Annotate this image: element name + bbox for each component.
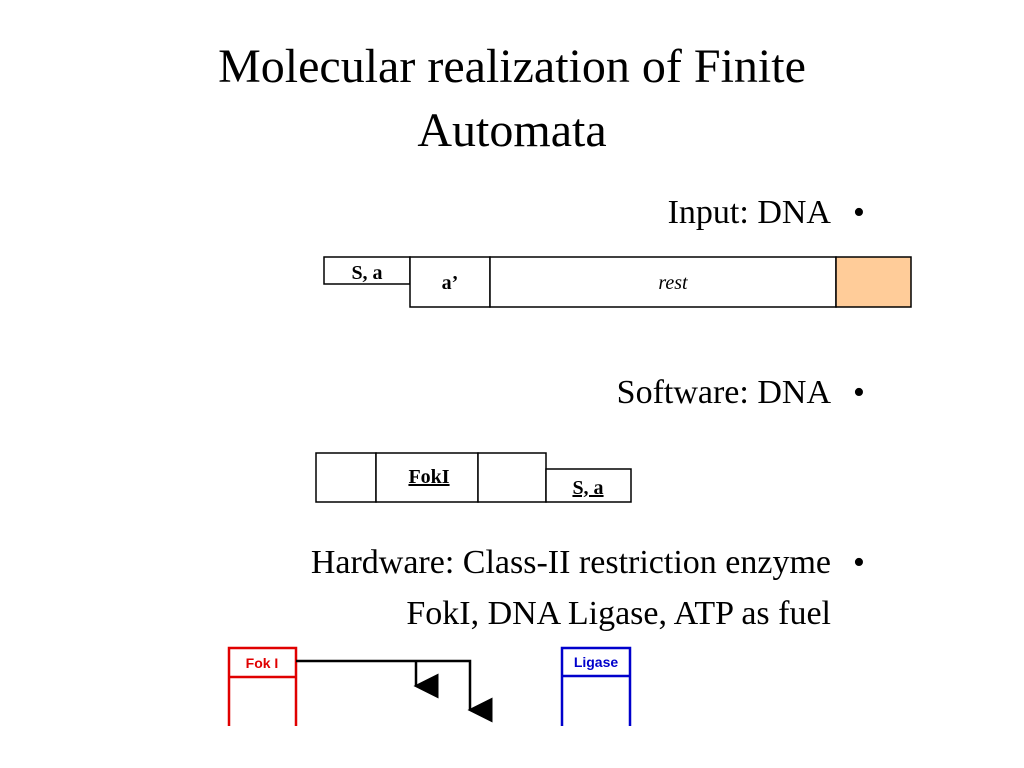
software-fokI-box <box>375 452 479 503</box>
slide-title-line-2: Automata <box>417 104 607 157</box>
slide-title-line-1: Molecular realization of Finite <box>218 40 806 93</box>
bullet-input-text: Input: DNA <box>667 194 831 231</box>
input-end-box <box>835 256 912 308</box>
input-rest-label: rest <box>658 272 688 294</box>
bullet-input-marker: • <box>853 194 865 231</box>
ligase-enzyme-label: Ligase <box>574 654 619 670</box>
ligase-enzyme: Ligase <box>560 646 632 726</box>
software-fokI-label: FokI <box>408 466 449 488</box>
ligase-enzyme-outline <box>560 646 632 726</box>
bullet-hardware-text-line-1: Hardware: Class-II restriction enzyme <box>310 544 831 581</box>
input-dna-strand: S, a a’ rest <box>323 256 912 308</box>
software-right-box <box>477 452 547 503</box>
input-overhang-label: S, a <box>351 262 382 284</box>
bullet-software-marker: • <box>853 374 865 411</box>
software-left-box <box>315 452 377 503</box>
software-dna-strand: FokI S, a <box>315 452 632 503</box>
bullet-hardware-text-line-2: FokI, DNA Ligase, ATP as fuel <box>406 595 831 632</box>
input-overhang-box <box>323 256 411 285</box>
software-overhang-label: S, a <box>572 477 603 499</box>
bullet-hardware-marker: • <box>853 544 865 581</box>
software-overhang-box <box>545 468 632 503</box>
fokI-enzyme-label: Fok I <box>246 655 279 671</box>
fokI-long-cut-arrow <box>296 659 493 723</box>
input-symbol-box <box>409 256 491 308</box>
fokI-enzyme: Fok I <box>227 646 493 726</box>
input-symbol-label: a’ <box>442 272 459 294</box>
fokI-enzyme-outline <box>227 646 298 726</box>
bullet-software-text: Software: DNA <box>616 374 831 411</box>
input-rest-box <box>489 256 837 308</box>
